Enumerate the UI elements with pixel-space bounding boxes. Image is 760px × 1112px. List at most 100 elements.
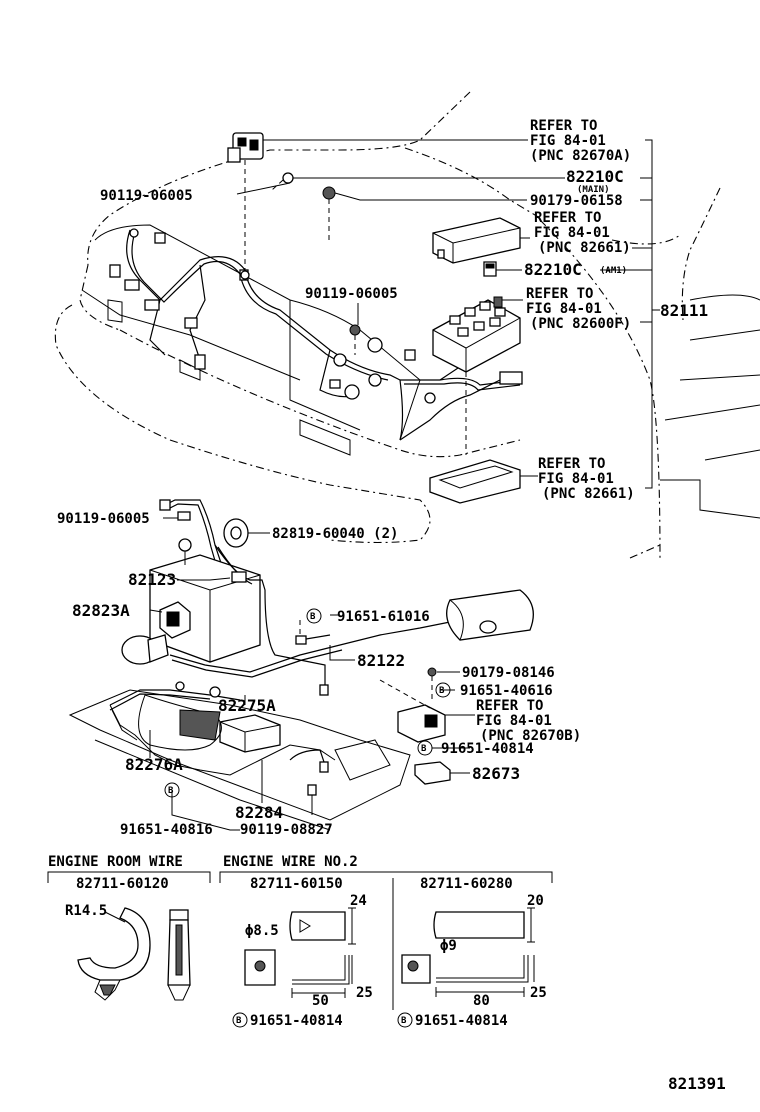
dim-r14-5: R14.5 [65,903,107,919]
connector-82210c-main [271,172,294,191]
label-am1-note: (AM1) [600,266,627,276]
grommet-82819-60040 [223,518,249,548]
dim-d8-5: ϕ8.5 [245,923,279,939]
bolt-mark-detail-1: B [236,1016,242,1026]
pn-82711-60280: 82711-60280 [420,876,513,892]
label-82284: 82284 [235,803,283,822]
relay-block-82600f [432,296,521,455]
bolt-marker-40616: B [435,682,451,698]
relay-82670a [227,132,264,280]
label-bolt-40814-1: 91651-40814 [250,1013,343,1029]
header-engine-wire-no2: ENGINE WIRE NO.2 [223,854,358,870]
dim-24: 24 [350,893,367,909]
label-90179-06158: 90179-06158 [530,193,623,209]
nut-90179-08146 [427,667,437,700]
label-82210c-am1: 82210C [524,260,582,279]
label-90119-06005-b: 90119-06005 [305,286,398,302]
clamp-82711-60120: R14.5 [65,903,191,1001]
relay-box-82275a [219,714,281,753]
label-91651-61016: 91651-61016 [337,609,430,625]
svg-text:B: B [168,786,174,796]
label-82275a: 82275A [218,696,276,715]
leader-lines [149,139,660,831]
dim-25-a: 25 [356,985,373,1001]
label-82819-60040: 82819-60040 (2) [272,526,398,542]
bolt-marker-40814: B [417,740,433,756]
refer-82600f-line3: (PNC 82600F) [530,316,631,332]
bracket-82711-60150: 24 ϕ8.5 50 25 B 91651-40814 [232,893,373,1029]
label-bolt-40814-2: 91651-40814 [415,1013,508,1029]
label-82122: 82122 [357,651,405,670]
callout-refer-82600f: REFER TO FIG 84-01 (PNC 82600F) [526,286,631,332]
callout-refer-82670a: REFER TO FIG 84-01 (PNC 82670A) [530,118,631,164]
fender-wire-82276a [109,681,336,776]
clip-90119-06005-top [129,228,166,244]
clip-90119-08827 [289,749,329,796]
svg-text:B: B [310,612,316,622]
refer-82661-bottom-line1: REFER TO [538,456,605,472]
dim-80: 80 [473,993,490,1009]
header-engine-room-wire: ENGINE ROOM WIRE [48,854,183,870]
fuse-box-cover-82661-bottom [429,459,521,504]
refer-82600f-line1: REFER TO [526,286,593,302]
dim-50: 50 [312,993,329,1009]
dim-d9: ϕ9 [440,938,457,954]
label-82123: 82123 [128,570,176,589]
harness-82122 [169,619,461,678]
dim-20: 20 [527,893,544,909]
battery-cable-82123 [214,544,329,696]
label-82210c-main: 82210C [566,167,624,186]
bracket-82673 [414,761,451,785]
detail-headers: ENGINE ROOM WIRE ENGINE WIRE NO.2 82711-… [47,854,553,1010]
fuse-82210c-am1 [483,261,497,277]
fuse-holder-82823a [159,601,191,639]
fender-panel [68,689,411,831]
callout-refer-82670b: REFER TO FIG 84-01 (PNC 82670B) [476,698,581,744]
refer-82670a-line2: FIG 84-01 [530,133,606,149]
horn-cylinder [446,589,534,641]
pn-82711-60150: 82711-60150 [250,876,343,892]
refer-82670b-line1: REFER TO [476,698,543,714]
fuse-box-82661-top [432,217,521,264]
label-82673: 82673 [472,764,520,783]
svg-text:B: B [439,686,445,696]
clip-90119-06005-mid [349,324,361,355]
ground-wire-top [159,499,241,581]
label-91651-40814: 91651-40814 [441,741,534,757]
label-90119-06005-c: 90119-06005 [57,511,150,527]
horn-relay-left [121,634,169,665]
label-main-note: (MAIN) [577,185,610,195]
label-91651-40816: 91651-40816 [120,822,213,838]
nut-90179-06158 [322,186,336,240]
label-90119-08827: 90119-08827 [240,822,333,838]
label-82823a: 82823A [72,601,130,620]
callout-refer-82661-bottom: REFER TO FIG 84-01 (PNC 82661) [538,456,635,502]
label-82111: 82111 [660,301,708,320]
figure-number: 821391 [668,1074,726,1093]
bolt-marker-61016: B [306,608,322,624]
refer-82661-top-line1: REFER TO [534,210,601,226]
svg-text:B: B [421,744,427,754]
callout-refer-82661-top: REFER TO FIG 84-01 (PNC 82661) [534,210,631,256]
refer-82670b-line2: FIG 84-01 [476,713,552,729]
refer-82661-bottom-line2: FIG 84-01 [538,471,614,487]
bolt-mark-detail-2: B [401,1016,407,1026]
label-91651-40616: 91651-40616 [460,683,553,699]
refer-82670a-line1: REFER TO [530,118,597,134]
vehicle-body-outline [54,91,760,561]
refer-82670b-line3: (PNC 82670B) [480,728,581,744]
label-90179-08146: 90179-08146 [462,665,555,681]
refer-82661-top-line3: (PNC 82661) [538,240,631,256]
refer-82600f-line2: FIG 84-01 [526,301,602,317]
horn-relay-82670b [379,679,446,743]
refer-82670a-line3: (PNC 82670A) [530,148,631,164]
dim-25-b: 25 [530,985,547,1001]
main-wire-harness [109,229,523,441]
refer-82661-top-line2: FIG 84-01 [534,225,610,241]
pn-82711-60120: 82711-60120 [76,876,169,892]
bracket-82711-60280: 20 ϕ9 80 25 B 91651-40814 [397,893,547,1029]
label-90119-06005-a: 90119-06005 [100,188,193,204]
label-82276a: 82276A [125,755,183,774]
refer-82661-bottom-line3: (PNC 82661) [542,486,635,502]
